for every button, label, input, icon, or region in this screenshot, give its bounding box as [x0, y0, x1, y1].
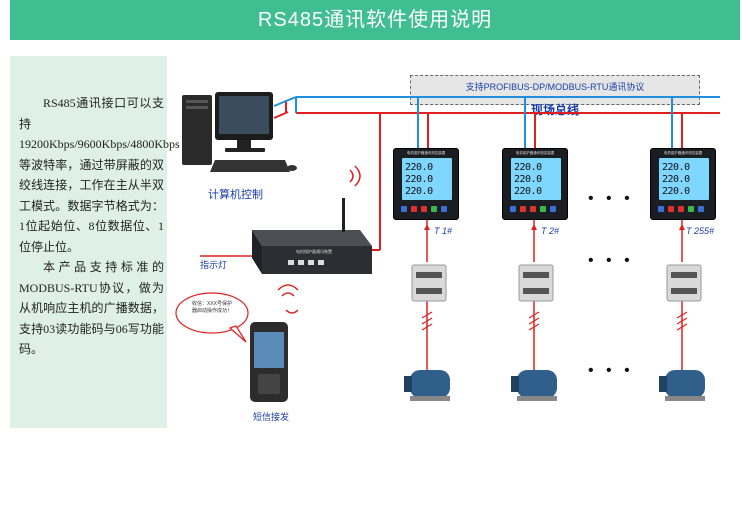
- meter-reading: 220.0: [405, 186, 433, 197]
- description-text: RS485通讯接口可以支持19200Kbps/9600Kbps/4800Kbps…: [19, 93, 180, 360]
- meter-screen: 220.0 220.0 220.0: [402, 158, 452, 200]
- meter-buttons: [510, 206, 562, 214]
- page-title: RS485通讯软件使用说明: [10, 0, 740, 40]
- mobile-phone-icon: [250, 322, 288, 402]
- meter-screen: 220.0 220.0 220.0: [511, 158, 561, 200]
- motor-icon: [511, 370, 557, 401]
- meter-contactor-lines: [426, 220, 683, 370]
- meter-reading: 220.0: [662, 162, 690, 173]
- ellipsis-dots: • • •: [588, 362, 634, 379]
- meter-title: 电机保护器通讯测控装置: [515, 151, 555, 155]
- meter-id: 1#: [442, 226, 453, 236]
- indicator-label: 指示灯: [200, 260, 228, 270]
- meter-reading: 220.0: [405, 174, 433, 185]
- desktop-computer-icon: [182, 92, 297, 172]
- meter-reading: 220.0: [662, 174, 690, 185]
- protector-meter-255: 电机保护器通讯测控装置 220.0 220.0 220.0: [650, 148, 716, 220]
- meter-id-label: T 2#: [541, 226, 560, 236]
- meter-id: 255#: [694, 226, 715, 236]
- speech-bubble: [175, 292, 249, 343]
- rs485-gateway-icon: [252, 198, 372, 274]
- fieldbus-box: [410, 75, 700, 105]
- meter-id-label: T 255#: [686, 226, 715, 236]
- meter-screen: 220.0 220.0 220.0: [659, 158, 709, 200]
- meter-reading: 220.0: [514, 186, 542, 197]
- meter-title: 电机保护器通讯测控装置: [406, 151, 446, 155]
- gateway-text: 电机保护器通讯装置: [296, 249, 332, 254]
- protector-meter-1: 电机保护器通讯测控装置 220.0 220.0 220.0: [393, 148, 459, 220]
- meter-id: 2#: [549, 226, 560, 236]
- meter-id-label: T 1#: [434, 226, 453, 236]
- meter-reading: 220.0: [514, 174, 542, 185]
- phone-bubble-text: 收信：XXX号保护器启动操作成功！: [191, 301, 232, 314]
- contactor-icon: [518, 264, 554, 302]
- contactor-icon: [411, 264, 447, 302]
- meter-buttons: [658, 206, 710, 214]
- motor-icon: [404, 370, 450, 401]
- computer-label: 计算机控制: [208, 189, 263, 201]
- motor-icon: [659, 370, 705, 401]
- ellipsis-dots: • • •: [588, 252, 634, 269]
- protector-meter-2: 电机保护器通讯测控装置 220.0 220.0 220.0: [502, 148, 568, 220]
- wireless-signal-icon: [277, 165, 361, 314]
- bus-protocol-label: 支持PROFIBUS-DP/MODBUS-RTU通讯协议: [465, 82, 645, 92]
- description-panel: [10, 56, 167, 428]
- meter-buttons: [401, 206, 453, 214]
- meter-drop-lines: [417, 97, 683, 148]
- meter-reading: 220.0: [405, 162, 433, 173]
- meter-reading: 220.0: [662, 186, 690, 197]
- meter-title: 电机保护器通讯测控装置: [663, 151, 703, 155]
- contactor-icon: [666, 264, 702, 302]
- ellipsis-dots: • • •: [588, 190, 634, 207]
- description-paragraph-1: RS485通讯接口可以支持19200Kbps/9600Kbps/4800Kbps…: [19, 96, 180, 254]
- meter-reading: 220.0: [514, 162, 542, 173]
- sms-label: 短信接发: [253, 412, 290, 422]
- cable-hash-marks: [421, 311, 688, 331]
- description-paragraph-2: 本产品支持标准的MODBUS-RTU协议，做为从机响应主机的广播数据，支持03读…: [19, 260, 164, 356]
